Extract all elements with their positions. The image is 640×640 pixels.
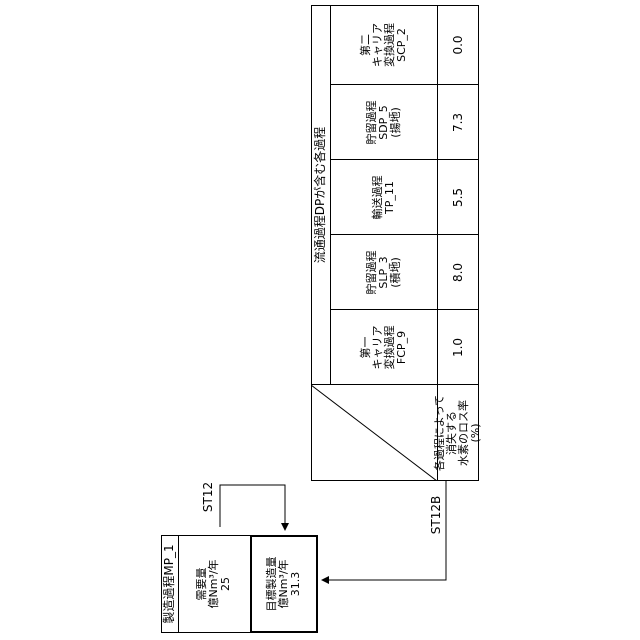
st12-label: ST12 (200, 472, 216, 522)
st12-arrow (220, 485, 285, 530)
st12b-label: ST12B (428, 485, 444, 545)
